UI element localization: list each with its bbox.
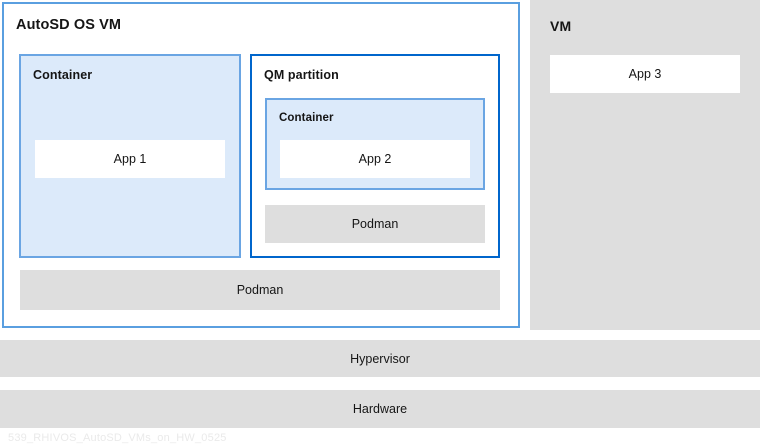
- container-box-left-title: Container: [33, 68, 93, 82]
- app-box-app3-label: App 3: [628, 67, 662, 81]
- hypervisor-bar-label: Hypervisor: [350, 351, 410, 366]
- app-box-app2-label: App 2: [358, 152, 392, 166]
- hardware-bar-label: Hardware: [352, 402, 408, 416]
- app-box-app1: App 1: [35, 140, 225, 178]
- qm-partition-title: QM partition: [264, 68, 339, 82]
- app-box-app2: App 2: [280, 140, 470, 178]
- app-box-app3: App 3: [550, 55, 740, 93]
- vm-panel: [530, 0, 760, 330]
- autosd-os-vm-title: AutoSD OS VM: [16, 17, 122, 33]
- hardware-bar: Hardware: [0, 390, 760, 428]
- container-box-qm-title: Container: [279, 112, 334, 124]
- podman-bar-qm-label: Podman: [351, 217, 399, 231]
- diagram-watermark: 539_RHIVOS_AutoSD_VMs_on_HW_0525: [8, 432, 227, 444]
- vm-panel-title: VM: [550, 18, 572, 34]
- podman-bar-main-label: Podman: [236, 283, 284, 297]
- hypervisor-bar: Hypervisor: [0, 340, 760, 377]
- podman-bar-qm: Podman: [265, 205, 485, 243]
- podman-bar-main: Podman: [20, 270, 500, 310]
- app-box-app1-label: App 1: [113, 152, 147, 166]
